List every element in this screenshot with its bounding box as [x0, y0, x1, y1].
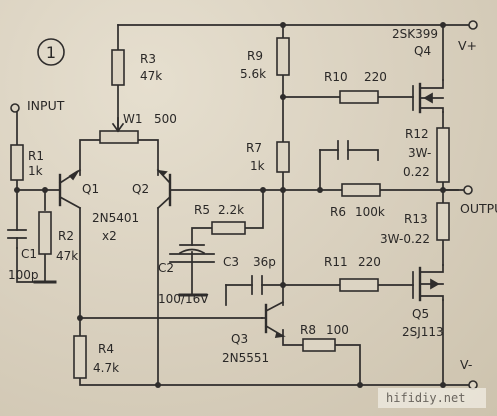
r3-ref: R3: [140, 52, 156, 66]
q5-ref: Q5: [412, 307, 429, 321]
q5-mosfet: [412, 264, 444, 302]
r9-resistor: [276, 37, 290, 76]
r6-resistor: [341, 183, 381, 197]
c3-capacitor: [251, 275, 263, 295]
q2-transistor: [156, 168, 172, 210]
q1-ref: Q1: [82, 182, 99, 196]
r5-value: 2.2k: [218, 203, 244, 217]
q5-part: 2SJ113: [402, 325, 444, 339]
r10-ref: R10: [324, 70, 348, 84]
r1-ref: R1: [28, 149, 44, 163]
c1-capacitor: [7, 229, 27, 239]
r7-value: 1k: [250, 159, 265, 173]
r12-value-line1: 3W-: [408, 146, 431, 160]
r8-ref: R8: [300, 323, 316, 337]
r3-value: 47k: [140, 69, 162, 83]
w1-left-lead: [79, 139, 101, 176]
r12-ref: R12: [405, 127, 429, 141]
r9-value: 5.6k: [240, 67, 266, 81]
q4-part: 2SK399: [392, 27, 438, 41]
vminus-terminal[interactable]: [468, 380, 478, 390]
q3-part: 2N5551: [222, 351, 269, 365]
r5-ref: R5: [194, 203, 210, 217]
c1-value: 100p: [8, 268, 39, 282]
figure-number-circle: [37, 38, 65, 66]
r4-ref: R4: [98, 342, 114, 356]
c2-value: 100/16V: [158, 292, 209, 306]
r4-resistor: [73, 335, 87, 379]
watermark: hifidiy.net: [386, 391, 465, 405]
r11-value: 220: [358, 255, 381, 269]
vplus-label: V+: [458, 38, 477, 53]
watermark-bg: [378, 388, 486, 408]
r4-value: 4.7k: [93, 361, 119, 375]
vplus-terminal[interactable]: [468, 20, 478, 30]
q2-ref: Q2: [132, 182, 149, 196]
vminus-label: V-: [460, 357, 472, 372]
output-terminal[interactable]: [463, 185, 473, 195]
q12-count: x2: [102, 229, 117, 243]
figure-number: 1: [46, 43, 56, 62]
r7-ref: R7: [246, 141, 262, 155]
r12-value-line2: 0.22: [403, 165, 430, 179]
r13-value: 3W-0.22: [380, 232, 430, 246]
r7-resistor: [276, 141, 290, 173]
r3-resistor: [111, 49, 125, 86]
c2-capacitor: [178, 244, 208, 297]
r13-ref: R13: [404, 212, 428, 226]
output-label: OUTPUT: [460, 201, 497, 216]
w1-right-lead: [137, 139, 159, 176]
r8-value: 100: [326, 323, 349, 337]
r9-ref: R9: [247, 49, 263, 63]
q1-transistor: [58, 168, 82, 210]
r1-value: 1k: [28, 164, 43, 178]
r1-resistor: [10, 144, 24, 181]
r5-resistor: [211, 221, 246, 235]
c2-ref: C2: [158, 261, 174, 275]
r2-resistor: [38, 211, 52, 255]
w1-ref: W1: [123, 112, 143, 126]
c3-ref: C3: [223, 255, 239, 269]
r13-resistor: [436, 202, 450, 241]
q12-part: 2N5401: [92, 211, 139, 225]
c3-value: 36p: [253, 255, 276, 269]
q3-ref: Q3: [231, 332, 248, 346]
r11-ref: R11: [324, 255, 348, 269]
feedback-capacitor: [337, 140, 349, 160]
vminus-rail-left: [79, 377, 361, 386]
r2-ref: R2: [58, 229, 74, 243]
r10-value: 220: [364, 70, 387, 84]
r6-ref: R6: [330, 205, 346, 219]
r12-resistor: [436, 127, 450, 183]
r2-value: 47k: [56, 249, 78, 263]
r11-resistor: [339, 278, 379, 292]
w1-value: 500: [154, 112, 177, 126]
q4-mosfet: [412, 79, 444, 114]
input-label: INPUT: [27, 98, 65, 113]
q4-ref: Q4: [414, 44, 431, 58]
r8-resistor: [302, 338, 336, 352]
r10-resistor: [339, 90, 379, 104]
r6-value: 100k: [355, 205, 385, 219]
c1-ref: C1: [21, 247, 37, 261]
q3-transistor: [264, 300, 286, 339]
input-terminal[interactable]: [10, 103, 20, 113]
w1-trimmer: [99, 130, 139, 144]
